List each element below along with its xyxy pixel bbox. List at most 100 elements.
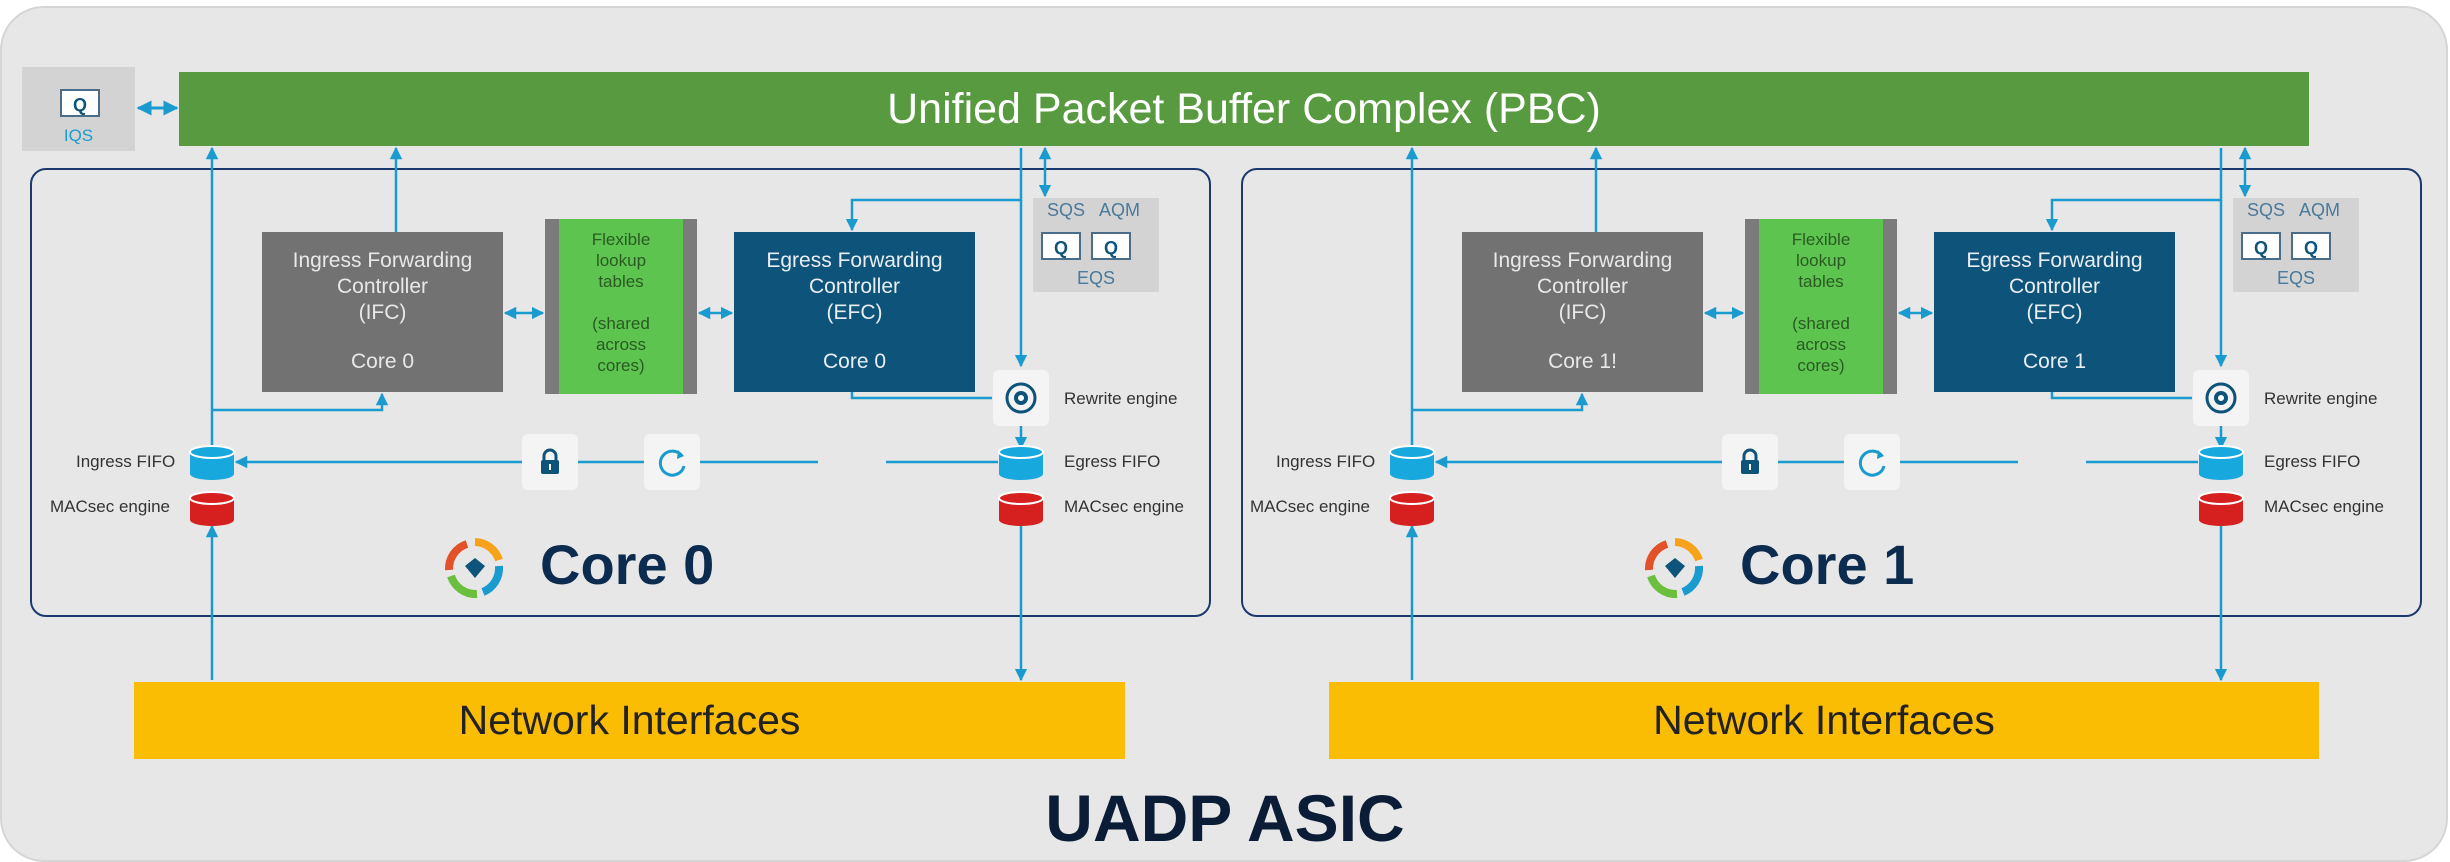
flex-line: (shared [1792, 314, 1850, 333]
efc-line: (EFC) [826, 301, 883, 324]
sqs-aqm-queue-box-1: SQS AQM Q Q EQS [2233, 198, 2359, 292]
eqs-label: EQS [2277, 268, 2316, 288]
macsec-engine-label: MACsec engine [2264, 497, 2385, 516]
ifc-core-label: Core 0 [350, 350, 415, 373]
core-0-box [30, 168, 1211, 617]
network-interfaces-0: Network Interfaces [134, 682, 1125, 759]
macsec-engine-label: MACsec engine [50, 497, 171, 516]
flex-line: across [1795, 335, 1847, 354]
q-text: Q [2253, 238, 2268, 258]
eqs-label: EQS [1077, 268, 1116, 288]
egress-fifo-icon [2198, 445, 2244, 480]
egress-forwarding-controller-1: Egress Forwarding Controller (EFC) Core … [1934, 232, 2175, 392]
efc-core-label: Core 1 [2022, 350, 2087, 373]
flex-line: cores) [597, 356, 645, 375]
macsec-engine-icon [189, 491, 235, 526]
efc-core-label: Core 0 [822, 350, 887, 373]
sync-icon-tile [1844, 434, 1900, 490]
flex-line: Flexible [591, 230, 651, 249]
core-title: Core 1 [1740, 533, 1915, 596]
sqs-aqm-queue-box-0: SQS AQM Q Q EQS [1033, 198, 1159, 292]
rewrite-engine-icon [2205, 382, 2237, 414]
flex-table-grate-left [545, 219, 559, 394]
flex-spacer [573, 292, 669, 313]
network-interfaces-label: Network Interfaces [1653, 697, 1995, 743]
core-logo-icon [1645, 538, 1704, 598]
queue-q-icon: Q [2241, 232, 2281, 260]
core-title: Core 0 [540, 533, 715, 596]
rewrite-engine-label: Rewrite engine [1064, 389, 1178, 408]
sync-icon [658, 449, 686, 477]
iqs-queue-box: Q [22, 67, 135, 151]
efc-line: Egress Forwarding [766, 249, 943, 272]
rewrite-engine-icon [1005, 382, 1037, 414]
efc-to-rewrite-wire [2050, 392, 2192, 400]
core-logo-icon [445, 538, 504, 598]
sqs-label: SQS [1047, 200, 1086, 220]
iqs-q-icon: Q [60, 89, 100, 117]
packet-buffer-complex: Unified Packet Buffer Complex (PBC) [179, 72, 2309, 146]
efc-line: Controller [2008, 275, 2101, 298]
core-1-box [1241, 168, 2422, 617]
sync-icon-tile [644, 434, 700, 490]
iqs-label: IQS [63, 126, 94, 145]
flex-spacer [1773, 292, 1869, 313]
efc-to-rewrite-wire [850, 392, 992, 400]
ingress-fifo-icon [189, 445, 235, 480]
efc-line: (EFC) [2026, 301, 2083, 324]
network-interfaces-1: Network Interfaces [1329, 682, 2319, 759]
egress-fifo-label: Egress FIFO [2264, 452, 2361, 471]
flexible-lookup-tables-1: Flexible lookup tables (shared across co… [1759, 219, 1883, 394]
rewrite-engine-label: Rewrite engine [2264, 389, 2378, 408]
flexible-lookup-tables-0: Flexible lookup tables (shared across co… [559, 219, 683, 394]
ifc-line: (IFC) [358, 301, 407, 324]
flex-table-grate-right [683, 219, 697, 394]
fifo-to-ifc-wire [1412, 392, 1589, 412]
flex-line: (shared [592, 314, 650, 333]
macsec-engine-icon [998, 491, 1044, 526]
iqs-q-text: Q [72, 95, 87, 115]
ingress-forwarding-controller-0: Ingress Forwarding Controller (IFC) Core… [262, 232, 503, 392]
flex-table-grate-left [1745, 219, 1759, 394]
queue-q-icon: Q [2291, 232, 2331, 260]
ingress-forwarding-controller-1: Ingress Forwarding Controller (IFC) Core… [1462, 232, 1703, 392]
flex-line: lookup [595, 251, 647, 270]
sqs-label: SQS [2247, 200, 2286, 220]
lock-icon [541, 448, 559, 474]
egress-fifo-label: Egress FIFO [1064, 452, 1161, 471]
flex-line: lookup [1795, 251, 1847, 270]
efc-line: Controller [808, 275, 901, 298]
flex-line: tables [598, 272, 644, 291]
ifc-line: Controller [336, 275, 429, 298]
ingress-fifo-icon [1389, 445, 1435, 480]
sync-icon [1858, 449, 1886, 477]
network-interfaces-label: Network Interfaces [458, 697, 801, 743]
q-text: Q [2303, 238, 2318, 258]
ifc-line: (IFC) [1558, 301, 1607, 324]
lock-icon [1741, 448, 1759, 474]
queue-q-icon: Q [1091, 232, 1131, 260]
macsec-engine-icon [2198, 491, 2244, 526]
macsec-engine-label: MACsec engine [1064, 497, 1185, 516]
fifo-to-ifc-wire [212, 392, 389, 412]
ingress-fifo-label: Ingress FIFO [1276, 452, 1376, 471]
flex-table-grate-right [1883, 219, 1897, 394]
aqm-label: AQM [2299, 200, 2341, 220]
macsec-engine-icon [1389, 491, 1435, 526]
aqm-label: AQM [1099, 200, 1141, 220]
queue-q-icon: Q [1041, 232, 1081, 260]
efc-line: Egress Forwarding [1966, 249, 2143, 272]
flex-line: cores) [1797, 356, 1845, 375]
asic-title: UADP ASIC [1045, 781, 1405, 855]
pbc-to-efc-wire [2045, 148, 2223, 232]
flex-line: across [595, 335, 647, 354]
flex-line: tables [1798, 272, 1844, 291]
ifc-line: Ingress Forwarding [292, 249, 473, 272]
ifc-core-label: Core 1! [1548, 350, 1617, 373]
ingress-fifo-label: Ingress FIFO [76, 452, 176, 471]
pbc-label: Unified Packet Buffer Complex (PBC) [887, 84, 1601, 133]
egress-fifo-icon [998, 445, 1044, 480]
egress-forwarding-controller-0: Egress Forwarding Controller (EFC) Core … [734, 232, 975, 392]
